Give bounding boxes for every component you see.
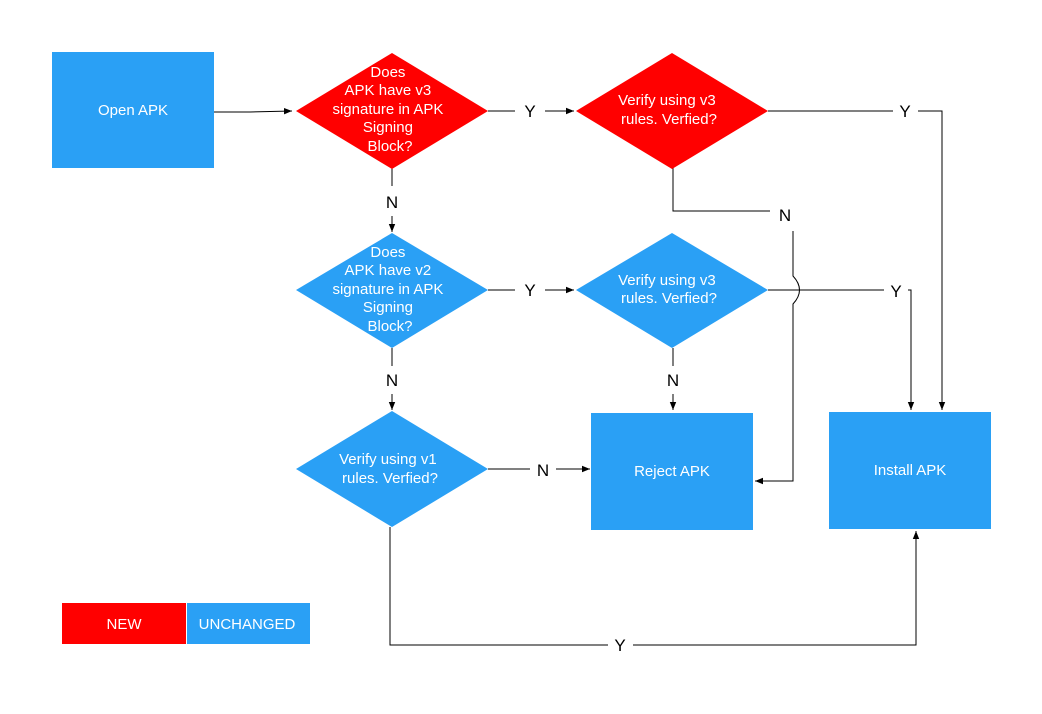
node-v3-signature-check-line: APK have v3	[345, 82, 432, 99]
node-open-apk: Open APK	[52, 52, 214, 168]
node-v3-signature-check-line: signature in APK	[332, 101, 443, 118]
node-v1-verify: Verify using v1 rules. Verfied?	[296, 411, 488, 527]
node-install-apk: Install APK	[829, 412, 991, 529]
edge-label-v1-verify-yes: Y	[614, 636, 625, 655]
edge-label-v2-check-yes: Y	[524, 281, 535, 300]
edge-label-v3-check-yes: Y	[524, 102, 535, 121]
node-v2-signature-check-text: Does APK have v2 signature in APK Signin…	[332, 244, 447, 335]
node-v2-verify-line: Verify using v3	[618, 272, 716, 289]
node-v2-signature-check-line: signature in APK	[332, 281, 443, 298]
node-open-apk-label: Open APK	[98, 102, 168, 119]
node-v2-signature-check: Does APK have v2 signature in APK Signin…	[296, 233, 488, 348]
node-v1-verify-text: Verify using v1 rules. Verfied?	[339, 451, 441, 487]
node-v2-verify-text: Verify using v3 rules. Verfied?	[618, 272, 720, 307]
node-v2-verify-line: rules. Verfied?	[621, 290, 717, 307]
edge-v3-verify-yes-arrow	[918, 110, 946, 410]
node-v2-signature-check-line: Does	[370, 244, 405, 261]
node-v3-verify-text: Verify using v3 rules. Verfied?	[618, 92, 720, 128]
node-v3-signature-check: Does APK have v3 signature in APK Signin…	[296, 53, 488, 169]
node-v3-verify-line: Verify using v3	[618, 92, 716, 109]
edge-v2-verify-yes-arrow	[907, 289, 915, 410]
node-install-apk-label: Install APK	[874, 462, 947, 479]
edge-label-v2-verify-no: N	[667, 371, 679, 390]
legend: NEW UNCHANGED	[62, 603, 310, 644]
legend-new-label: NEW	[107, 616, 143, 633]
edge-label-v3-verify-no: N	[779, 206, 791, 225]
legend-unchanged-swatch	[187, 603, 310, 644]
edge-label-v2-check-no: N	[386, 371, 398, 390]
edge-label-v3-verify-yes: Y	[899, 102, 910, 121]
node-v1-verify-line: rules. Verfied?	[342, 470, 438, 487]
edge-label-v3-check-no: N	[386, 193, 398, 212]
node-v3-signature-check-text: Does APK have v3 signature in APK Signin…	[332, 64, 447, 155]
edge-v3-verify-no	[672, 168, 770, 212]
node-v3-verify: Verify using v3 rules. Verfied?	[576, 53, 768, 169]
legend-unchanged-label: UNCHANGED	[199, 616, 296, 633]
node-v2-verify: Verify using v3 rules. Verfied?	[576, 233, 768, 348]
legend-new-swatch	[62, 603, 186, 644]
edge-open-to-v3-check	[214, 107, 293, 115]
edge-label-v2-verify-yes: Y	[890, 282, 901, 301]
node-v3-signature-check-line: Block?	[367, 138, 412, 155]
node-v2-signature-check-line: APK have v2	[345, 262, 432, 279]
edge-v1-verify-yes	[389, 527, 608, 646]
edge-v3-verify-no-arrow	[755, 231, 800, 485]
edge-label-v1-verify-no: N	[537, 461, 549, 480]
node-reject-apk-label: Reject APK	[634, 463, 710, 480]
node-reject-apk: Reject APK	[591, 413, 753, 530]
node-v3-verify-line: rules. Verfied?	[621, 111, 717, 128]
node-v3-signature-check-line: Signing	[363, 119, 413, 136]
node-v2-signature-check-line: Signing	[363, 299, 413, 316]
edge-v1-verify-yes-arrow	[633, 531, 920, 646]
node-v1-verify-line: Verify using v1	[339, 451, 437, 468]
node-v3-signature-check-line: Does	[370, 64, 405, 81]
node-v2-signature-check-line: Block?	[367, 318, 412, 335]
